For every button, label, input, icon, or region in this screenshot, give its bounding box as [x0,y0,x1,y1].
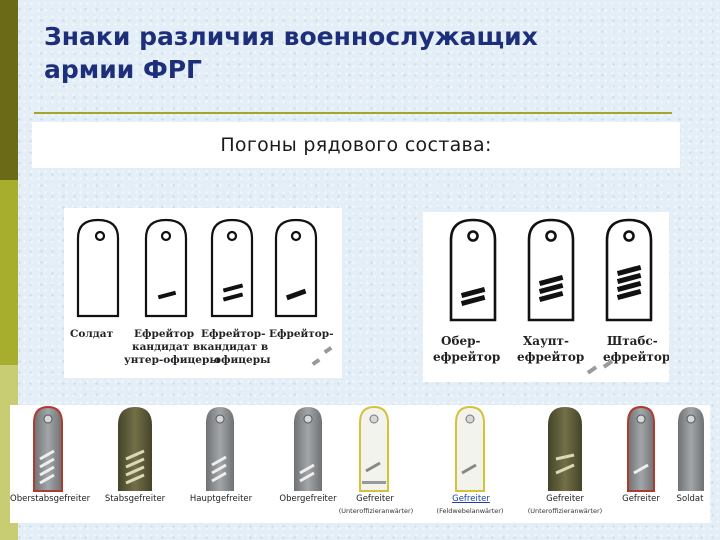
sublabel-ua: (Unteroffizieranwärter) [338,507,414,515]
button-icon [623,230,635,242]
label-hauptgefreiter: Hauptgefreiter [189,494,253,504]
drawing-panel-senior: Обер- ефрейтор Хаупт- ефрейтор Штабс- еф… [423,212,669,382]
label-gefreiter-ua: Gefreiter [356,494,394,504]
chevron-stripe-icon [125,449,145,461]
chevron-stripe-icon [616,272,642,285]
caption-soldat: Солдат [70,328,114,340]
button-icon [636,414,646,424]
chevron-stripe-icon [538,290,564,303]
caption-stabsgefreiter-2: ефрейтор [603,350,669,364]
caption-obergefreiter-2: ефрейтор [433,350,501,364]
caption-gefreiter-officer: Ефрейтор- [201,328,266,340]
slide-title: Знаки различия военнослужащих армии ФРГ [44,20,664,86]
chevron-stripe-icon [460,294,486,307]
chevron-stripe-icon [538,282,564,295]
title-line-2: армии ФРГ [44,55,202,84]
caption-hauptgefreiter-2: ефрейтор [517,350,585,364]
shoulder-strap-icon [548,407,582,491]
shoulder-strap-icon [33,405,63,492]
sublabel-fa: (Feldwebelanwärter) [436,507,504,515]
chevron-stripe-icon [461,463,477,475]
button-icon [303,414,313,424]
button-icon [43,414,53,424]
shoulder-strap-icon-group [33,405,704,492]
label-obergefreiter: Obergefreiter [279,494,337,504]
shoulder-strap-icon [144,218,188,318]
chevron-stripe-icon [538,274,564,287]
title-line-1: Знаки различия военнослужащих [44,22,538,51]
subtitle-box: Погоны рядового состава: [32,122,680,168]
chevron-stripe-icon [222,292,244,302]
label-gefreiter-ua-2: Gefreiter [546,494,584,504]
chevron-stripe-icon [616,264,642,277]
button-icon [369,414,379,424]
button-icon [290,230,302,242]
shoulder-strap-icon [455,405,485,492]
button-icon [686,414,696,424]
button-icon [467,230,479,242]
drawing-panel-junior: Солдат Ефрейтор кандидат в унтер-офицеры… [64,208,342,378]
label-gefreiter: Gefreiter [622,494,660,504]
caption-candidate-line-2: кандидат в [200,341,269,353]
caption-gefreiter-4: Ефрейтор- [269,328,334,340]
caption-candidate-line: кандидат в [132,341,201,353]
shoulder-strap-icon-group [449,218,653,375]
chevron-stripe-icon [633,463,649,475]
shoulder-strap-icon [206,407,234,491]
shoulder-strap-icon [678,407,704,491]
label-stabsgefreiter: Stabsgefreiter [104,494,166,504]
chevron-stripe-icon [299,463,315,475]
button-icon [160,230,172,242]
button-icon [94,230,106,242]
slide-subtitle: Погоны рядового состава: [220,134,492,156]
side-accent-bar-top [0,0,18,180]
chevron-stripe-icon [157,290,177,300]
caption-officers-line: офицеры [214,354,271,366]
button-icon [465,414,475,424]
shoulder-strap-icon-group [76,218,333,366]
photo-panel-modern: Oberstabsgefreiter Stabsgefreiter Hauptg… [10,405,710,523]
shoulder-strap-icon [118,407,152,491]
shoulder-strap-icon [76,218,120,318]
chevron-stripe-icon [555,453,575,461]
shoulder-strap-icon [627,405,655,492]
caption-obergefreiter-1: Обер- [441,334,481,348]
shoulder-strap-icon [294,407,322,491]
button-icon [545,230,557,242]
chevron-stripe-icon [39,449,55,461]
chevron-stripe-icon [285,288,307,301]
caption-stabsgefreiter-1: Штабс- [607,334,658,348]
button-icon [226,230,238,242]
shoulder-strap-icon [274,218,318,318]
title-divider [34,112,672,114]
caption-hauptgefreiter-1: Хаупт- [523,334,569,348]
chevron-stripe-icon [365,461,381,473]
chevron-stripe-icon [211,455,227,467]
label-oberstabsgefreiter: Oberstabsgefreiter [10,494,91,504]
sublabel-ua-2: (Unteroffizieranwärter) [527,507,603,515]
chevron-stripe-icon [460,286,486,299]
chevron-stripe-icon [222,283,244,293]
label-soldat: Soldat [676,494,704,504]
chevron-stripe-icon [616,288,642,301]
button-icon [215,414,225,424]
shoulder-strap-icon [210,218,254,318]
label-gefreiter-fa-link[interactable]: Gefreiter [452,494,490,504]
chevron-stripe-icon [616,280,642,293]
caption-gefreiter: Ефрейтор [134,328,195,340]
side-accent-bar-middle [0,180,18,365]
caption-nco-line: унтер-офицеры [124,354,220,366]
